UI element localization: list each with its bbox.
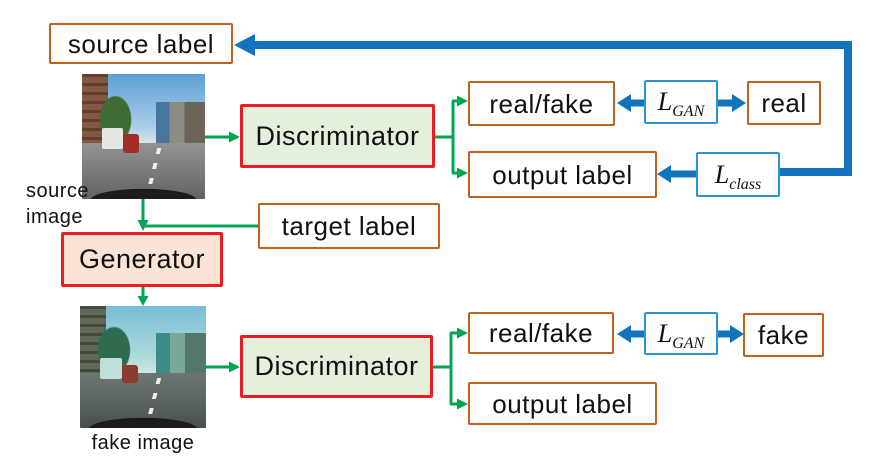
output-label-bottom-text: output label xyxy=(492,388,633,419)
loss-class-base: L xyxy=(714,159,730,189)
blue-arrowhead-real xyxy=(732,94,746,112)
real-fake-top-text: real/fake xyxy=(489,88,594,119)
loss-class-box: Lclass xyxy=(696,152,780,197)
blue-arrowhead-output-label xyxy=(657,165,671,183)
photo-right-buildings xyxy=(155,101,205,147)
green-arrowhead-fake-image xyxy=(137,296,149,306)
discriminator-bottom-box: Discriminator xyxy=(240,335,433,398)
fake-box: fake xyxy=(743,313,824,357)
green-arrowhead-disc-top xyxy=(229,131,240,143)
green-arrowhead-output-bottom xyxy=(457,398,468,410)
photo-car-hood xyxy=(80,415,206,428)
output-label-top-box: output label xyxy=(468,151,657,198)
blue-arrowhead-realfake-bottom xyxy=(617,325,631,343)
loss-class-sub: class xyxy=(729,175,762,193)
real-text: real xyxy=(761,88,807,118)
discriminator-top-text: Discriminator xyxy=(255,120,420,151)
fake-text: fake xyxy=(757,320,810,350)
source-label-text: source label xyxy=(67,28,215,59)
fake-image-photo xyxy=(80,306,206,428)
loss-gan-bottom-base: L xyxy=(657,318,673,348)
source-image-caption: source image xyxy=(26,178,89,230)
green-arrowhead-output-top xyxy=(457,167,468,179)
loss-gan-bottom-formula: LGAN xyxy=(657,318,704,351)
target-label-text: target label xyxy=(281,211,417,241)
loss-class-formula: Lclass xyxy=(714,159,761,192)
source-label-box: source label xyxy=(49,23,233,64)
source-image-caption-line1: source xyxy=(26,180,90,202)
green-arrowhead-generator xyxy=(137,220,149,231)
source-image-caption-line2: image xyxy=(26,206,83,228)
blue-arrowhead-fake xyxy=(730,325,744,343)
photo-red-car xyxy=(122,134,139,153)
loss-gan-bottom-box: LGAN xyxy=(644,312,718,355)
photo-car-hood xyxy=(82,186,205,199)
blue-loop-line xyxy=(253,41,852,176)
fake-image-caption: fake image xyxy=(91,432,195,454)
green-arrowhead-disc-bottom xyxy=(229,361,240,373)
real-fake-top-box: real/fake xyxy=(468,81,615,126)
green-arrowhead-realfake-top xyxy=(457,95,468,107)
green-arrowhead-realfake-bottom xyxy=(457,327,468,339)
generator-text: Generator xyxy=(78,244,206,274)
source-image-photo xyxy=(82,74,205,199)
real-box: real xyxy=(747,81,821,125)
photo-truck xyxy=(100,358,122,380)
discriminator-top-box: Discriminator xyxy=(240,104,435,168)
loss-gan-bottom-sub: GAN xyxy=(672,334,705,352)
target-label-box: target label xyxy=(258,203,440,249)
photo-right-buildings xyxy=(155,332,206,377)
discriminator-bottom-text: Discriminator xyxy=(254,351,419,381)
loss-gan-top-sub: GAN xyxy=(672,103,705,121)
photo-red-car xyxy=(121,364,138,383)
output-label-bottom-box: output label xyxy=(468,382,657,425)
output-label-top-text: output label xyxy=(492,159,633,190)
loss-gan-top-base: L xyxy=(657,87,673,116)
loss-gan-top-box: LGAN xyxy=(644,80,718,124)
loss-gan-top-formula: LGAN xyxy=(657,87,704,120)
real-fake-bottom-text: real/fake xyxy=(488,318,594,348)
real-fake-bottom-box: real/fake xyxy=(468,312,614,354)
generator-box: Generator xyxy=(61,232,223,287)
blue-arrowhead-source-label xyxy=(234,34,255,56)
blue-arrowhead-realfake-top xyxy=(617,94,631,112)
photo-truck xyxy=(101,127,123,149)
